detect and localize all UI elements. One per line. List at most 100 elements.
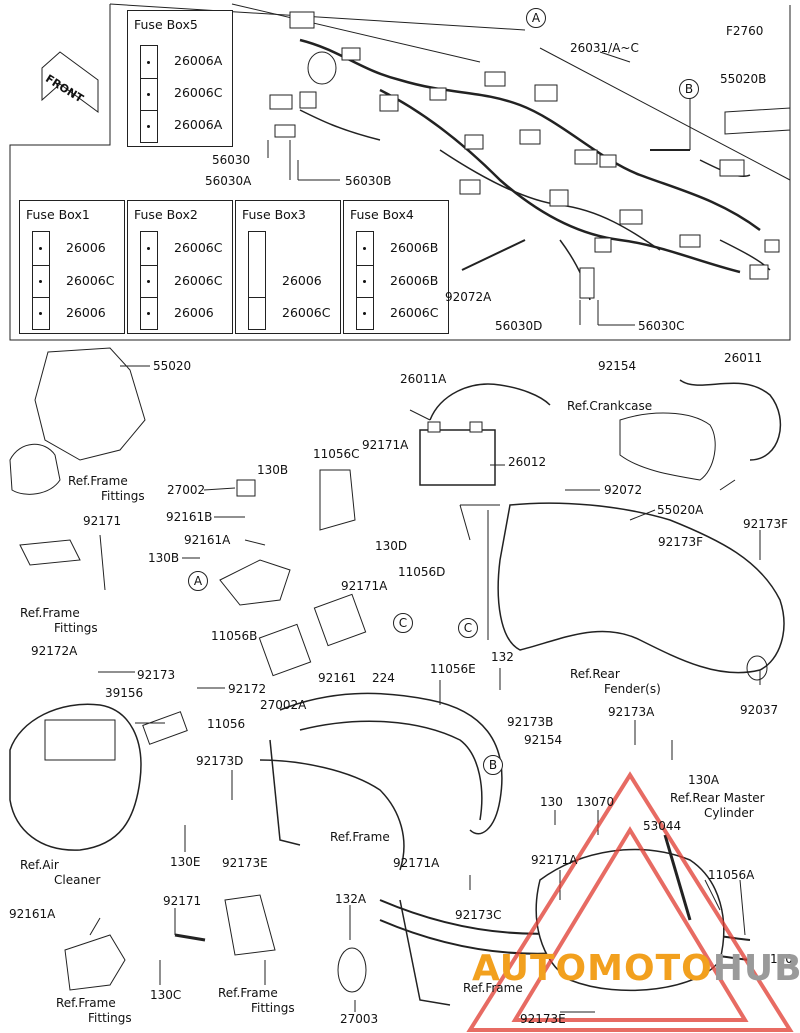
part-label-92161: 92161 [318, 671, 357, 685]
part-label-26012: 26012 [508, 455, 547, 469]
fuse-box-2-title: Fuse Box2 [134, 207, 198, 222]
ref-rear-fender-line1: Ref.Rear [570, 667, 620, 681]
part-label-11056: 11056 [207, 717, 246, 731]
part-label-92171-a: 92171 [83, 514, 122, 528]
part-label-92173C: 92173C [455, 908, 502, 922]
part-label-11056C: 11056C [313, 447, 360, 461]
fuse-box-2-entry-2: 26006C [174, 273, 223, 288]
part-label-92171A-d: 92171A [531, 853, 578, 867]
part-label-92173-a: 92173 [137, 668, 176, 682]
fuse-box-3-entry-1: 26006 [282, 273, 322, 288]
fuse-box-1-slots [32, 231, 50, 330]
watermark-logo: AUTOMOTOHUB [472, 948, 800, 989]
ref-frame-mid: Ref.Frame [330, 830, 390, 844]
part-label-92173B: 92173B [507, 715, 554, 729]
part-label-224: 224 [372, 671, 395, 685]
part-label-11056B: 11056B [211, 629, 258, 643]
part-label-92173F-b: 92173F [743, 517, 789, 531]
part-label-55020A: 55020A [657, 503, 704, 517]
fuse-box-4-entry-2: 26006B [390, 273, 439, 288]
ref-frame-fittings-2-line2: Fittings [54, 621, 98, 635]
ref-rear-fender-line2: Fender(s) [604, 682, 661, 696]
fuse-box-1-entry-1: 26006 [66, 240, 106, 255]
part-label-130B-a: 130B [257, 463, 289, 477]
part-label-55020: 55020 [153, 359, 192, 373]
part-label-130B-b: 130B [148, 551, 180, 565]
ref-frame-fittings-4-line2: Fittings [251, 1001, 295, 1015]
part-label-92072: 92072 [604, 483, 643, 497]
part-label-53044: 53044 [643, 819, 682, 833]
ref-rear-master-line2: Cylinder [704, 806, 754, 820]
part-label-92173F-a: 92173F [658, 535, 704, 549]
fuse-box-5-title: Fuse Box5 [134, 17, 198, 32]
ref-frame-fittings-3-line2: Fittings [88, 1011, 132, 1025]
fuse-box-1-entry-3: 26006 [66, 305, 106, 320]
fuse-box-3-entry-2: 26006C [282, 305, 331, 320]
fuse-box-5-entry-1: 26006A [174, 53, 223, 68]
diagram-code: F2760 [726, 24, 764, 38]
part-label-92161A-b: 92161A [9, 907, 56, 921]
part-label-92172A: 92172A [31, 644, 78, 658]
part-label-56030D: 56030D [495, 319, 543, 333]
part-label-13070: 13070 [576, 795, 615, 809]
fuse-box-5-entry-3: 26006A [174, 117, 223, 132]
fuse-box-2-entry-1: 26006C [174, 240, 223, 255]
watermark-part1: AUTOMOTO [472, 948, 713, 989]
ref-frame-fittings-1-line1: Ref.Frame [68, 474, 128, 488]
fuse-box-4: Fuse Box4 26006B 26006B 26006C [343, 200, 449, 334]
part-label-26011: 26011 [724, 351, 763, 365]
fuse-box-4-title: Fuse Box4 [350, 207, 414, 222]
callout-circle-c-left: C [393, 613, 413, 633]
part-label-92161A-a: 92161A [184, 533, 231, 547]
part-label-92173E-a: 92173E [222, 856, 268, 870]
part-label-27003: 27003 [340, 1012, 379, 1026]
fuse-box-1-title: Fuse Box1 [26, 207, 90, 222]
part-label-132A: 132A [335, 892, 367, 906]
callout-circle-b-mid: B [483, 755, 503, 775]
ref-air-cleaner-line1: Ref.Air [20, 858, 59, 872]
fuse-box-4-slots [356, 231, 374, 330]
callout-circle-b-top: B [679, 79, 699, 99]
part-label-92173D: 92173D [196, 754, 244, 768]
callout-circle-c-right: C [458, 618, 478, 638]
part-label-92037: 92037 [740, 703, 779, 717]
part-label-92171A-c: 92171A [393, 856, 440, 870]
callout-circle-a-top: A [526, 8, 546, 28]
part-label-56030: 56030 [212, 153, 251, 167]
part-label-92171A-b: 92171A [341, 579, 388, 593]
part-label-11056D: 11056D [398, 565, 446, 579]
part-label-92173A: 92173A [608, 705, 655, 719]
part-label-130C: 130C [150, 988, 182, 1002]
fuse-box-4-entry-1: 26006B [390, 240, 439, 255]
ref-frame-fittings-4-line1: Ref.Frame [218, 986, 278, 1000]
part-label-27002A: 27002A [260, 698, 307, 712]
part-label-55020B: 55020B [720, 72, 767, 86]
ref-frame-fittings-2-line1: Ref.Frame [20, 606, 80, 620]
ref-crankcase: Ref.Crankcase [567, 399, 653, 413]
watermark-part2: HUB [712, 948, 800, 989]
part-label-130E: 130E [170, 855, 201, 869]
fuse-box-2-slots [140, 231, 158, 330]
part-label-39156: 39156 [105, 686, 144, 700]
part-label-92154-top: 92154 [598, 359, 637, 373]
fuse-box-3: Fuse Box3 26006 26006C [235, 200, 341, 334]
fuse-box-2: Fuse Box2 26006C 26006C 26006 [127, 200, 233, 334]
fuse-box-3-title: Fuse Box3 [242, 207, 306, 222]
fuse-box-1: Fuse Box1 26006 26006C 26006 [19, 200, 125, 334]
harness-panel-frame [9, 4, 791, 341]
part-label-92173E-b: 92173E [520, 1012, 566, 1026]
part-label-56030A: 56030A [205, 174, 252, 188]
part-label-130D: 130D [375, 539, 408, 553]
part-label-132: 132 [491, 650, 514, 664]
ref-frame-fittings-3-line1: Ref.Frame [56, 996, 116, 1010]
part-label-27002: 27002 [167, 483, 206, 497]
part-label-130-b: 130 [770, 952, 793, 966]
part-label-92072A: 92072A [445, 290, 492, 304]
part-label-92161B: 92161B [166, 510, 213, 524]
part-label-130A: 130A [688, 773, 720, 787]
fuse-box-5: Fuse Box5 26006A 26006C 26006A [127, 10, 233, 147]
part-label-56030B: 56030B [345, 174, 392, 188]
part-label-11056A: 11056A [708, 868, 755, 882]
part-label-26011A: 26011A [400, 372, 447, 386]
